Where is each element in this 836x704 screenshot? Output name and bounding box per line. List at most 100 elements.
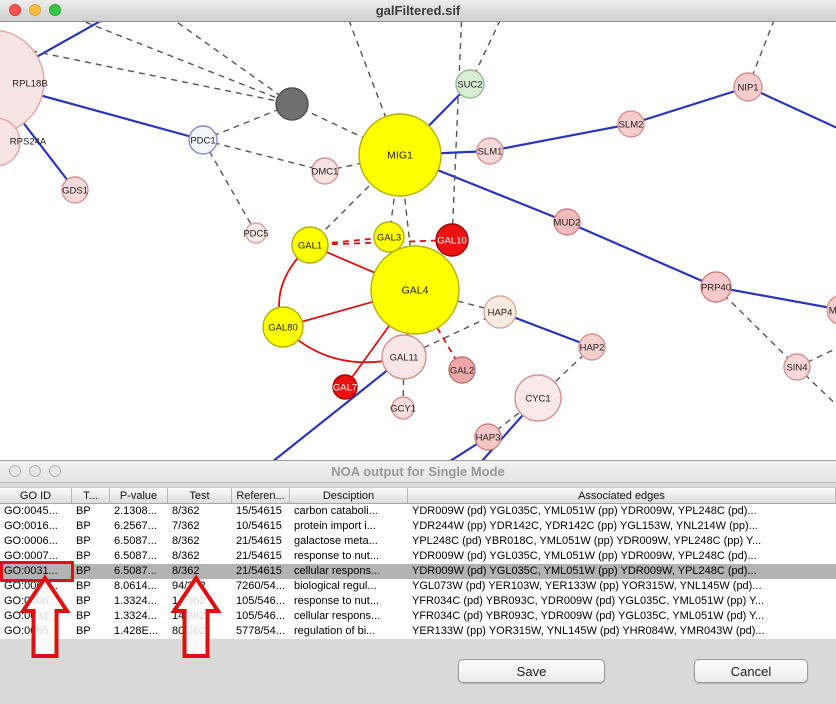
galfiltered-titlebar[interactable]: galFiltered.sif xyxy=(0,0,836,22)
column-header-t-[interactable]: T... xyxy=(72,488,110,503)
network-node-DARK1[interactable] xyxy=(275,87,309,121)
network-edge-offscreen-DARK1[interactable] xyxy=(55,22,293,105)
cell-referen-: 5778/54... xyxy=(236,625,285,637)
network-node-SIN4[interactable]: SIN4 xyxy=(783,353,811,381)
network-node-GDS1[interactable]: GDS1 xyxy=(61,176,89,204)
minimize-icon[interactable] xyxy=(29,4,41,16)
column-header-desciption[interactable]: Desciption xyxy=(290,488,408,503)
network-node-label: CYC1 xyxy=(525,394,550,405)
cell-associated-edges: YDR009W (pd) YGL035C, YML051W (pp) YDR00… xyxy=(412,550,757,562)
network-node-SUC2[interactable]: SUC2 xyxy=(455,69,485,99)
network-edge-GAL11-offscreen[interactable] xyxy=(262,356,405,460)
noa-titlebar[interactable]: NOA output for Single Mode xyxy=(0,461,836,483)
network-node-label: SIN4 xyxy=(786,363,807,374)
network-edge-offscreen-GAL10[interactable] xyxy=(451,22,463,241)
zoom-icon[interactable] xyxy=(49,4,61,16)
network-node-GAL10[interactable]: GAL10 xyxy=(435,223,469,257)
network-node-RPL18B[interactable]: RPL18B xyxy=(0,29,48,135)
network-edge-offscreen-MIG1[interactable] xyxy=(345,22,401,156)
cell-associated-edges: YDR009W (pd) YGL035C, YML051W (pp) YDR00… xyxy=(412,565,757,577)
network-node-label: GAL1 xyxy=(298,241,322,252)
network-edge-SLM1-SLM2[interactable] xyxy=(489,122,632,153)
window-title: NOA output for Single Mode xyxy=(331,464,505,479)
network-node-GAL1[interactable]: GAL1 xyxy=(291,226,329,264)
cell-go-id: GO:0065... xyxy=(4,580,58,592)
network-node-GCY1[interactable]: GCY1 xyxy=(390,396,416,420)
network-edge-PRP40-SIN4[interactable] xyxy=(715,286,798,368)
network-edge-SLM2-NIP1[interactable] xyxy=(630,85,749,126)
network-node-GAL4[interactable]: GAL4 xyxy=(370,245,460,335)
cell-desciption: response to nut... xyxy=(294,550,379,562)
network-node-HAP3[interactable]: HAP3 xyxy=(474,423,502,451)
column-header-p-value[interactable]: P-value xyxy=(110,488,168,503)
network-node-label: MSN5 xyxy=(829,306,836,317)
column-header-associated-edges[interactable]: Associated edges xyxy=(408,488,836,503)
network-edge-GAL11-HAP4[interactable] xyxy=(403,311,501,358)
network-node-GAL80[interactable]: GAL80 xyxy=(262,306,304,348)
minimize-icon[interactable] xyxy=(29,465,41,477)
network-node-SLM2[interactable]: SLM2 xyxy=(617,110,645,138)
network-node-label: HAP2 xyxy=(580,343,605,354)
column-header-test[interactable]: Test xyxy=(168,488,232,503)
network-node-label: DMC1 xyxy=(312,167,339,178)
network-node-HAP4[interactable]: HAP4 xyxy=(483,295,517,329)
cell-desciption: cellular respons... xyxy=(294,565,381,577)
column-header-referen-[interactable]: Referen... xyxy=(232,488,290,503)
close-icon[interactable] xyxy=(9,4,21,16)
network-edge-PRP40-MSN5[interactable] xyxy=(715,285,836,311)
cell-go-id: GO:0065... xyxy=(4,625,58,637)
network-node-GAL7[interactable]: GAL7 xyxy=(332,374,358,400)
cell-t-: BP xyxy=(76,595,91,607)
network-node-HAP2[interactable]: HAP2 xyxy=(578,333,606,361)
network-edge-MUD2-PRP40[interactable] xyxy=(566,220,717,289)
close-icon[interactable] xyxy=(9,465,21,477)
network-edge-NIP1-offscreen[interactable] xyxy=(747,86,836,132)
network-node-MUD2[interactable]: MUD2 xyxy=(553,208,581,236)
network-edge-GAL11-GCY1[interactable] xyxy=(402,356,405,409)
network-node-PDC1[interactable]: PDC1 xyxy=(188,125,218,155)
cell-associated-edges: YDR009W (pd) YGL035C, YML051W (pp) YDR00… xyxy=(412,505,757,517)
cell-p-value: 8.0614... xyxy=(114,580,157,592)
network-node-NIP1[interactable]: NIP1 xyxy=(733,72,763,102)
cell-go-id: GO:0006... xyxy=(4,535,58,547)
zoom-icon[interactable] xyxy=(49,465,61,477)
cell-associated-edges: YPL248C (pd) YBR018C, YML051W (pp) YDR00… xyxy=(412,535,762,547)
cell-t-: BP xyxy=(76,610,91,622)
cell-referen-: 21/54615 xyxy=(236,565,282,577)
cancel-button[interactable]: Cancel xyxy=(694,659,808,683)
network-node-MSN5[interactable]: MSN5 xyxy=(826,295,836,325)
network-node-DMC1[interactable]: DMC1 xyxy=(311,157,339,185)
network-node-RPS24A[interactable]: RPS24A xyxy=(0,117,47,167)
network-node-GAL2[interactable]: GAL2 xyxy=(448,356,476,384)
column-header-go-id[interactable]: GO ID xyxy=(0,488,72,503)
save-button[interactable]: Save xyxy=(458,659,605,683)
network-node-PRP40[interactable]: PRP40 xyxy=(700,271,732,303)
network-edge-PDC1-DMC1[interactable] xyxy=(202,139,326,172)
cell-associated-edges: YFR034C (pd) YBR093C, YDR009W (pd) YGL03… xyxy=(412,610,765,622)
network-node-MIG1[interactable]: MIG1 xyxy=(358,113,442,197)
network-node-SLM1[interactable]: SLM1 xyxy=(476,137,504,165)
cell-referen-: 15/54615 xyxy=(236,505,282,517)
network-node-PDC5[interactable]: PDC5 xyxy=(243,222,269,244)
cell-associated-edges: YDR244W (pp) YDR142C, YDR142C (pp) YGL15… xyxy=(412,520,758,532)
network-node-label: GAL2 xyxy=(450,366,474,377)
network-edge-offscreen-DARK1[interactable] xyxy=(160,22,293,105)
network-node-CYC1[interactable]: CYC1 xyxy=(514,374,562,422)
network-node-GAL11[interactable]: GAL11 xyxy=(381,334,427,380)
network-edge-PDC5-PDC1[interactable] xyxy=(202,139,257,234)
cell-associated-edges: YER133W (pp) YOR315W, YNL145W (pd) YHR08… xyxy=(412,625,765,637)
network-edge-offscreen-DARK1[interactable] xyxy=(0,42,293,105)
network-edge-SIN4-offscreen[interactable] xyxy=(796,344,836,368)
network-node-GAL3[interactable]: GAL3 xyxy=(373,221,405,253)
cell-desciption: cellular respons... xyxy=(294,610,381,622)
